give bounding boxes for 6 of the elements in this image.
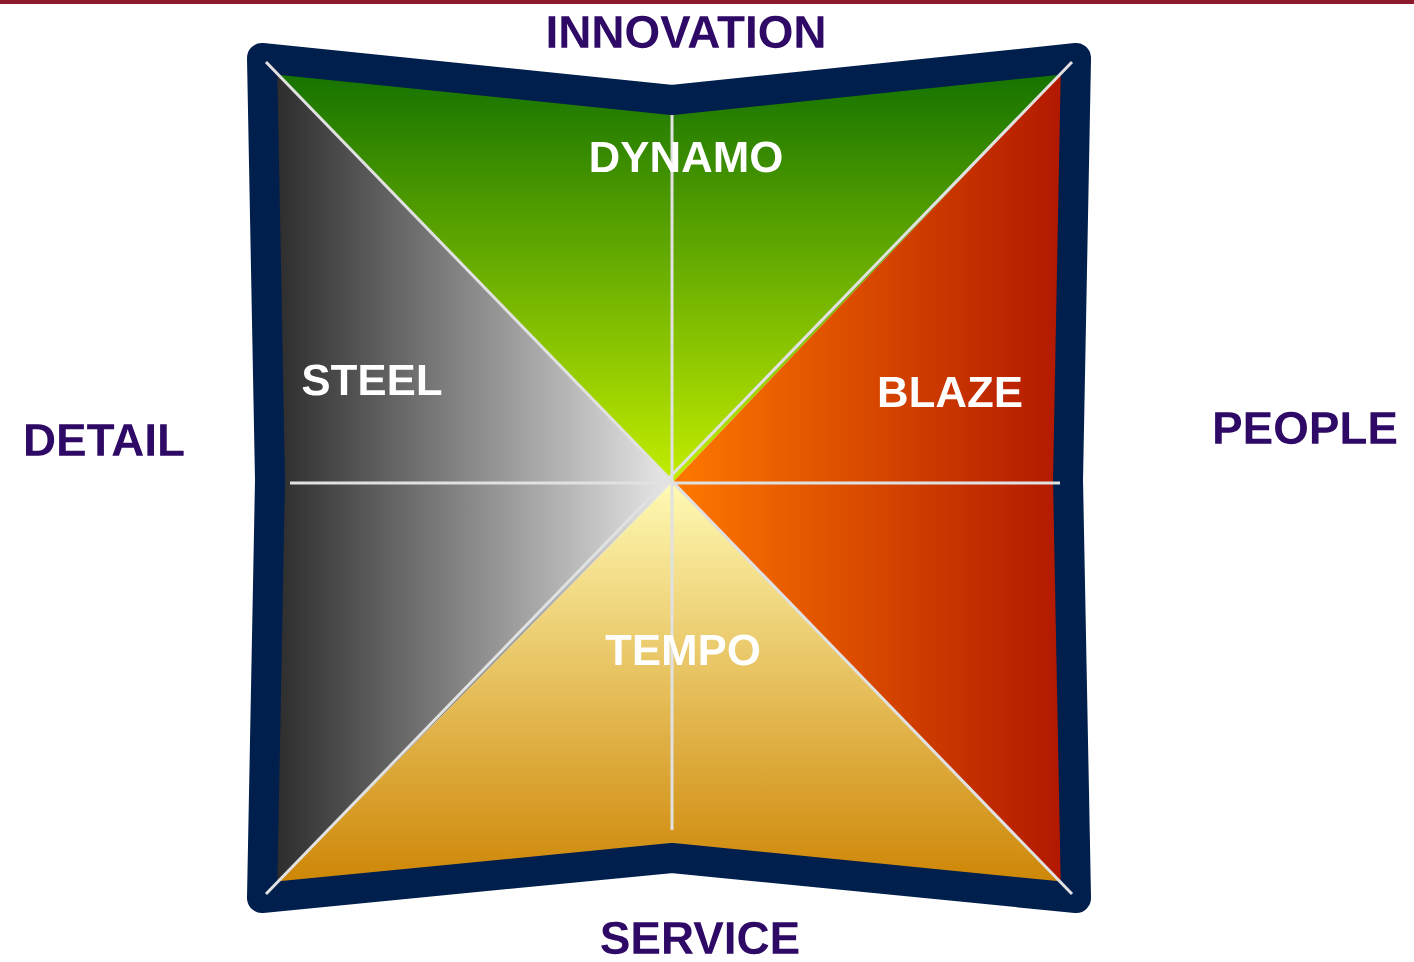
axis-label: SERVICE — [601, 921, 799, 955]
axis-label: DETAIL — [26, 424, 184, 456]
axis-label: PEOPLE — [1215, 411, 1397, 445]
sector-label: BLAZE — [879, 376, 1022, 408]
sector-label: STEEL — [302, 364, 442, 396]
axis-label: INNOVATION — [548, 15, 824, 49]
